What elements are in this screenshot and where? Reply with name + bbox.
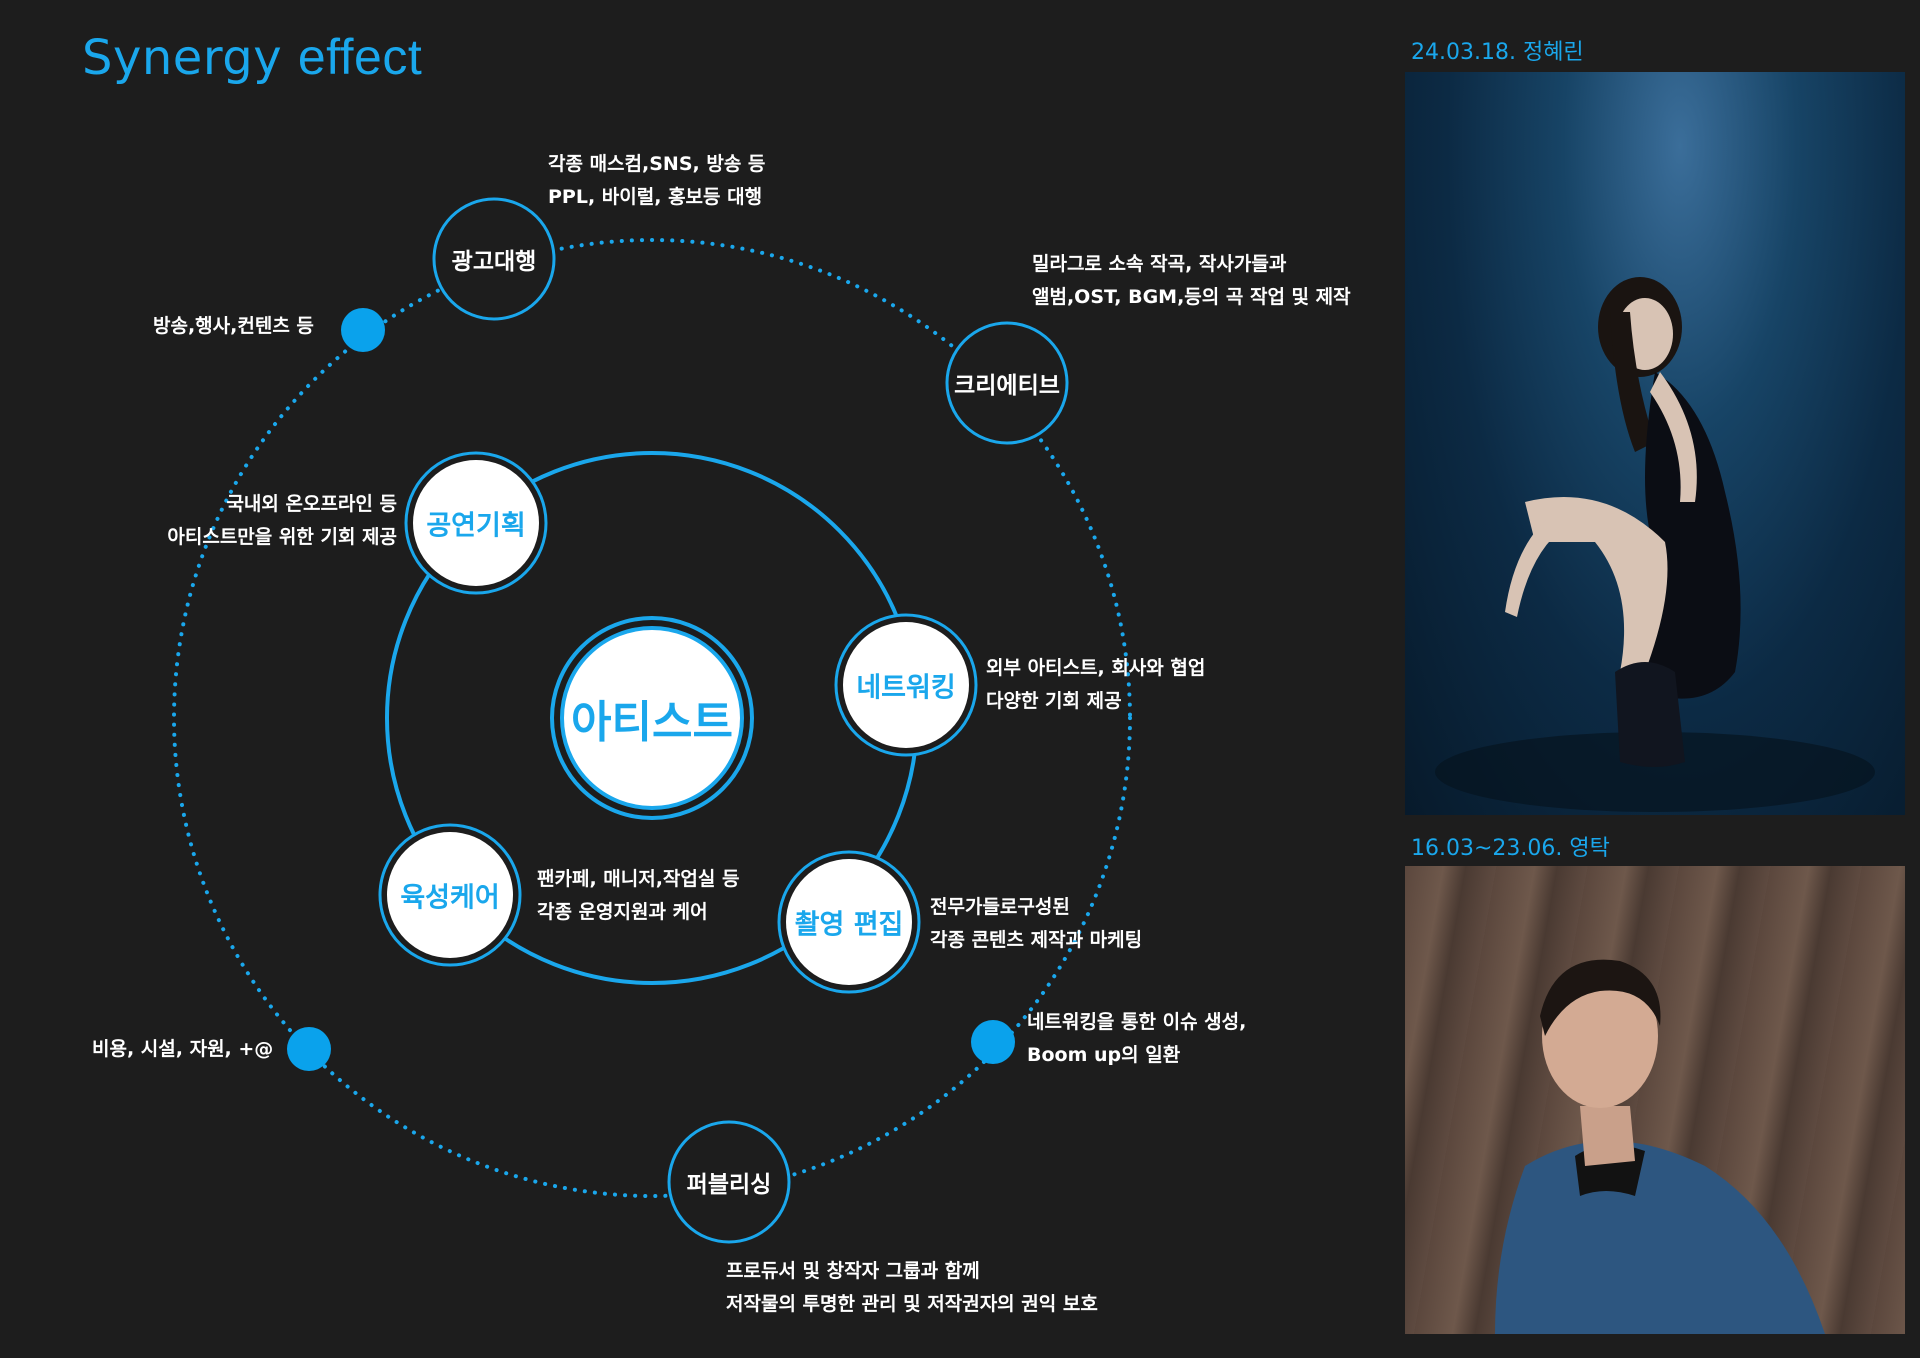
- desc-creative-line2: 앨범,OST, BGM,등의 곡 작업 및 제작: [1032, 286, 1351, 308]
- desc-filming-line1: 전무가들로구성된: [930, 896, 1070, 918]
- note-broadcast-line1: 방송,행사,컨텐츠 등: [153, 315, 314, 337]
- inner-label-filming: 촬영 편집: [794, 909, 904, 941]
- desc-publishing-line1: 프로듀서 및 창작자 그룹과 함께: [726, 1260, 980, 1282]
- center-circle: [560, 626, 744, 810]
- note-issue-line1: 네트워킹을 통한 이슈 생성,: [1027, 1011, 1247, 1033]
- desc-publishing-line2: 저작물의 투명한 관리 및 저작권자의 권익 보호: [726, 1293, 1098, 1315]
- desc-networking: 외부 아티스트, 회사와 협업 다양한 기회 제공: [986, 652, 1205, 718]
- desc-networking-line2: 다양한 기회 제공: [986, 690, 1122, 712]
- outer-node-publishing: [667, 1120, 791, 1244]
- artist-photo-2-figure: [1495, 959, 1825, 1334]
- desc-creative-line1: 밀라그로 소속 작곡, 작사가들과: [1032, 253, 1287, 275]
- desc-filming: 전무가들로구성된 각종 콘텐츠 제작과 마케팅: [930, 891, 1142, 957]
- note-broadcast: 방송,행사,컨텐츠 등: [153, 310, 314, 343]
- inner-node-care: [378, 823, 522, 967]
- inner-node-concert: [404, 451, 548, 595]
- desc-publishing: 프로듀서 및 창작자 그룹과 함께 저작물의 투명한 관리 및 저작권자의 권익…: [726, 1255, 1098, 1321]
- dot-issue: [971, 1020, 1015, 1064]
- note-issue: 네트워킹을 통한 이슈 생성, Boom up의 일환: [1027, 1006, 1246, 1072]
- outer-node-creative: [945, 321, 1069, 445]
- outer-orbit: [172, 238, 1132, 1198]
- inner-label-concert: 공연기획: [426, 510, 526, 542]
- outer-label-publishing: 퍼블리싱: [686, 1172, 772, 1198]
- desc-networking-line1: 외부 아티스트, 회사와 협업: [986, 657, 1206, 679]
- page-title: Synergy effect: [82, 28, 422, 86]
- note-cost: 비용, 시설, 자원, +@: [92, 1033, 273, 1066]
- outer-label-ad: 광고대행: [451, 249, 537, 275]
- desc-ad-line1: 각종 매스컴,SNS, 방송 등: [548, 153, 766, 175]
- desc-creative: 밀라그로 소속 작곡, 작사가들과 앨범,OST, BGM,등의 곡 작업 및 …: [1032, 248, 1351, 314]
- desc-filming-line2: 각종 콘텐츠 제작과 마케팅: [930, 929, 1143, 951]
- title-part2: effect: [297, 29, 423, 85]
- title-part1: Synergy: [82, 30, 283, 86]
- note-issue-line2: Boom up의 일환: [1027, 1044, 1181, 1066]
- artist-photo-2: [1405, 866, 1905, 1334]
- desc-concert-line1: 국내외 온오프라인 등: [226, 493, 397, 515]
- photo-caption-2: 16.03~23.06. 영탁: [1411, 836, 1610, 861]
- dot-broadcast: [341, 308, 385, 352]
- desc-ad-line2: PPL, 바이럴, 홍보등 대행: [548, 186, 763, 208]
- inner-label-networking: 네트워킹: [856, 672, 956, 704]
- inner-node-filming: [777, 850, 921, 994]
- outer-label-creative: 크리에티브: [954, 373, 1060, 399]
- outer-node-ad: [432, 197, 556, 321]
- inner-label-care: 육성케어: [400, 882, 500, 914]
- desc-concert: 국내외 온오프라인 등 아티스트만을 위한 기회 제공: [167, 488, 397, 554]
- desc-care: 팬카페, 매니저,작업실 등 각종 운영지원과 케어: [537, 863, 739, 929]
- desc-care-line1: 팬카페, 매니저,작업실 등: [537, 868, 740, 890]
- desc-concert-line2: 아티스트만을 위한 기회 제공: [167, 526, 397, 548]
- artist-photo-1-figure: [1435, 277, 1875, 812]
- artist-photo-1: [1405, 72, 1905, 815]
- note-cost-line1: 비용, 시설, 자원, +@: [92, 1038, 274, 1060]
- photo-caption-1: 24.03.18. 정혜린: [1411, 40, 1584, 65]
- desc-care-line2: 각종 운영지원과 케어: [537, 901, 708, 923]
- dot-cost: [287, 1027, 331, 1071]
- desc-ad: 각종 매스컴,SNS, 방송 등 PPL, 바이럴, 홍보등 대행: [548, 148, 765, 214]
- inner-node-networking: [834, 613, 978, 757]
- center-label: 아티스트: [571, 697, 733, 748]
